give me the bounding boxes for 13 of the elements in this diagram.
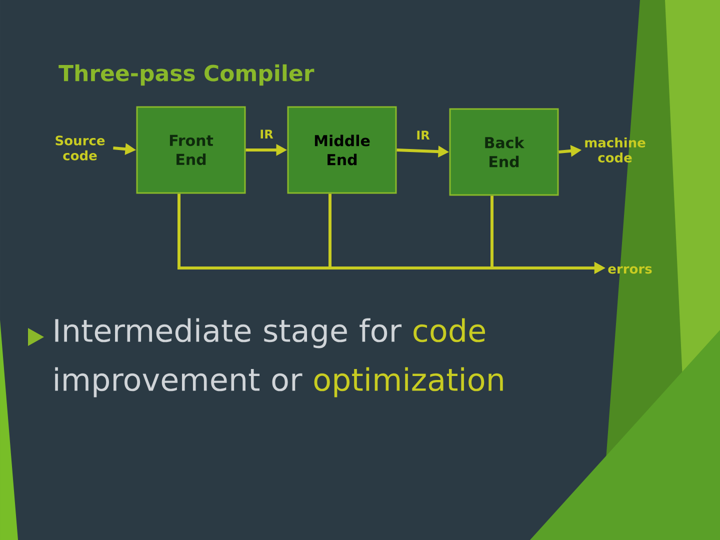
edge-label: IR <box>260 130 274 138</box>
bullet-text: Intermediate stage for code improvement or optimization <box>55 318 503 398</box>
process-box: Front End <box>136 106 246 194</box>
process-box: Back End <box>449 108 559 196</box>
title: Three-pass Compiler <box>58 64 314 86</box>
terminal-label: machine code <box>585 137 646 163</box>
label: improvement or <box>55 367 302 398</box>
label: optimization <box>314 367 503 398</box>
edge-label: IR <box>417 130 430 140</box>
label: Intermediate stage for <box>55 318 402 348</box>
label: code <box>414 318 486 342</box>
process-box: Middle End <box>287 106 397 194</box>
terminal-label: Source code <box>56 136 105 160</box>
